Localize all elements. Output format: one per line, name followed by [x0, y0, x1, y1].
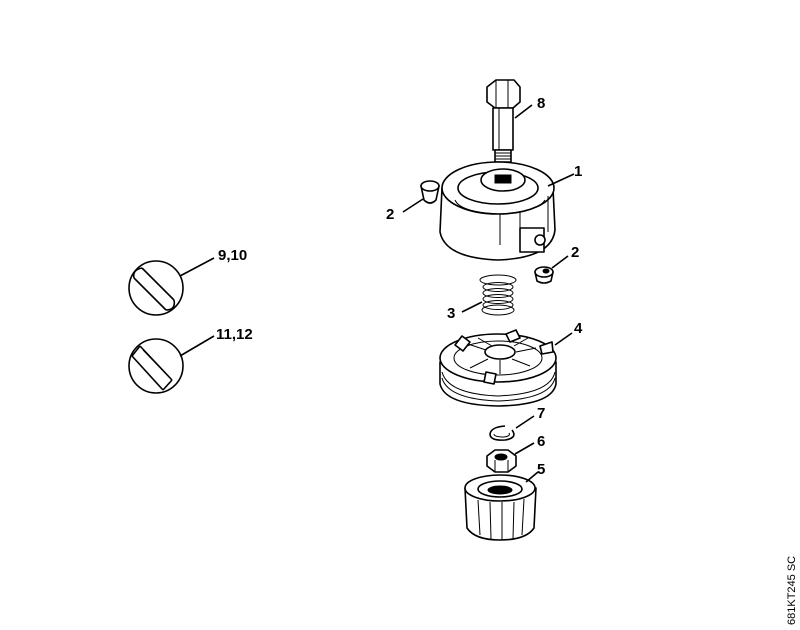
callout-11-12: 11,12: [216, 326, 253, 343]
callout-3: 3: [447, 305, 455, 322]
callout-2-right: 2: [571, 244, 579, 261]
callout-8: 8: [537, 95, 545, 112]
leader-line-3: [461, 301, 483, 313]
cap-part-5[interactable]: [464, 474, 537, 541]
leader-line-2-right: [551, 255, 569, 269]
leader-line-1: [547, 173, 575, 187]
callout-2-left: 2: [386, 206, 394, 223]
bolt-part-8[interactable]: [486, 79, 521, 163]
housing-part-1[interactable]: [439, 161, 556, 261]
leader-line-11-12: [179, 335, 215, 357]
leader-line-9-10: [179, 257, 215, 277]
leader-line-7: [515, 415, 535, 429]
leader-line-4: [554, 332, 573, 346]
leader-line-2-left: [402, 198, 424, 213]
plug-part-2-left[interactable]: [420, 180, 440, 204]
square-line-section-11-12[interactable]: [128, 338, 184, 394]
drawing-code: 681KT245 SC: [786, 556, 798, 625]
spool-part-4[interactable]: [439, 329, 557, 407]
callout-1: 1: [574, 163, 582, 180]
hex-nut-part-6[interactable]: [486, 449, 517, 473]
leader-line-5: [525, 471, 539, 483]
leader-line-6: [514, 442, 535, 455]
callout-4: 4: [574, 320, 583, 337]
spring-part-3[interactable]: [479, 274, 517, 316]
snap-ring-part-7[interactable]: [489, 425, 515, 441]
callout-6: 6: [537, 433, 545, 450]
leader-line-8: [514, 104, 533, 119]
plug-part-2-right[interactable]: [534, 266, 554, 284]
callout-5: 5: [537, 461, 545, 478]
callout-7: 7: [537, 405, 545, 422]
round-line-section-9-10[interactable]: [128, 260, 184, 316]
callout-9-10: 9,10: [218, 247, 247, 264]
